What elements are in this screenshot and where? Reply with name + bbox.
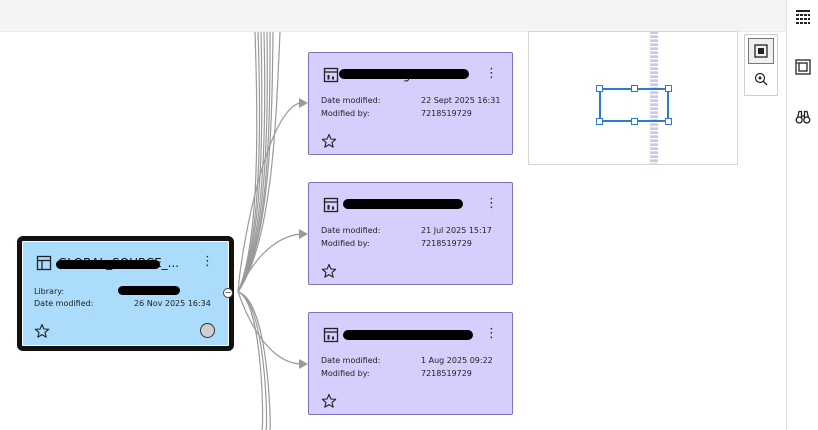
top-toolbar [0,0,786,32]
resize-handle[interactable] [665,118,672,125]
date-row: Date modified: 21 Jul 2025 15:17 [321,226,492,235]
modifier-row: Modified by: 7218519729 [321,109,472,118]
resize-handle[interactable] [631,118,638,125]
circle-icon[interactable] [200,323,215,338]
selected-node-card[interactable]: GLOBAL_SOURCE_... ⋮ Library: Date modifi… [20,239,231,348]
binoculars-icon[interactable] [794,108,812,126]
resize-handle[interactable] [596,118,603,125]
star-icon[interactable] [321,263,337,279]
date-value: 22 Sept 2025 16:31 [421,96,501,105]
right-toolbar [786,0,818,430]
kebab-icon[interactable]: ⋮ [485,196,498,211]
resize-handle[interactable] [665,85,672,92]
child-node-card[interactable]: ... ⋮ Date modified:1 Aug 2025 09:22 Mod… [308,312,513,415]
star-icon[interactable] [321,393,337,409]
minimap[interactable] [528,31,738,165]
library-row: Library: [34,287,134,296]
table-view-icon[interactable] [794,8,812,26]
resize-handle[interactable] [596,85,603,92]
table-icon [36,255,52,271]
date-value: 1 Aug 2025 09:22 [421,356,493,365]
minus-icon[interactable]: − [223,288,233,298]
zoom-to-selection-icon [754,72,768,86]
child-node-card[interactable]: ... ⋮ Date modified:21 Jul 2025 15:17 Mo… [308,182,513,285]
zoom-controls [744,34,778,96]
redaction-mark [118,286,180,295]
modifier-value: 7218519729 [421,369,472,378]
star-icon[interactable] [321,133,337,149]
fit-to-screen-icon [754,44,768,58]
date-row: Date modified: 26 Nov 2025 16:34 [34,299,211,308]
report-icon [323,197,339,213]
modifier-value: 7218519729 [421,109,472,118]
kebab-icon[interactable]: ⋮ [201,254,214,269]
date-row: Date modified: 1 Aug 2025 09:22 [321,356,493,365]
redaction-mark [343,199,463,209]
zoom-to-selection-button[interactable] [748,66,774,92]
kebab-icon[interactable]: ⋮ [485,66,498,81]
resize-handle[interactable] [631,85,638,92]
date-value: 21 Jul 2025 15:17 [421,226,492,235]
report-icon [323,327,339,343]
date-label: Date modified: [321,356,381,365]
kebab-icon[interactable]: ⋮ [485,326,498,341]
modifier-label: Modified by: [321,369,370,378]
minimap-viewport[interactable] [596,85,672,125]
modifier-label: Modified by: [321,239,370,248]
library-label: Library: [34,287,65,296]
redaction-mark [343,330,473,340]
date-value: 26 Nov 2025 16:34 [134,299,211,308]
child-node-card[interactable]: ... Tracking ... ⋮ Date modified:22 Sept… [308,52,513,155]
date-label: Date modified: [321,96,381,105]
star-icon[interactable] [34,323,50,339]
frame-icon[interactable] [794,58,812,76]
date-label: Date modified: [321,226,381,235]
redaction-mark [339,69,469,79]
fit-to-screen-button[interactable] [748,38,774,64]
modifier-value: 7218519729 [421,239,472,248]
date-label: Date modified: [34,299,94,308]
minimap-node-strip [650,32,658,164]
modifier-row: Modified by: 7218519729 [321,239,472,248]
redaction-mark [56,260,160,269]
modifier-label: Modified by: [321,109,370,118]
report-icon [323,67,339,83]
date-row: Date modified: 22 Sept 2025 16:31 [321,96,500,105]
modifier-row: Modified by: 7218519729 [321,369,472,378]
